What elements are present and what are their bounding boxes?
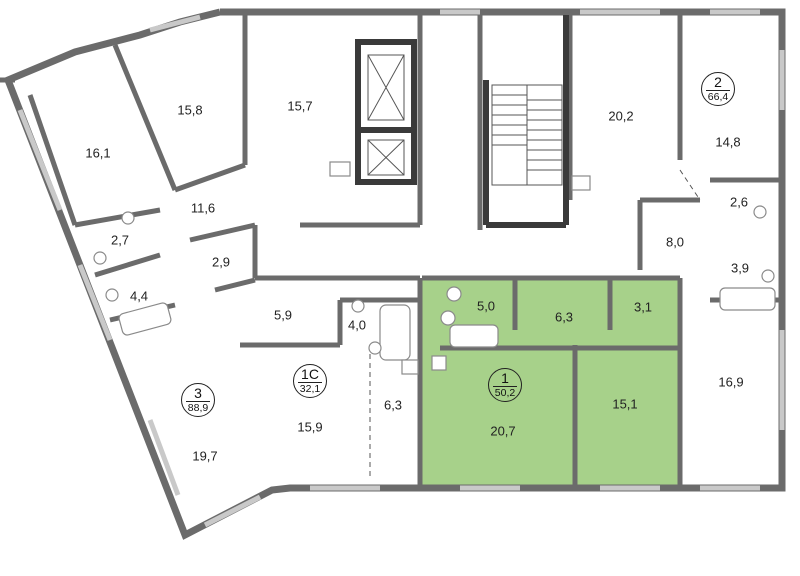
room-area-label: 2,7 bbox=[110, 232, 130, 248]
room-area-label: 4,4 bbox=[129, 288, 149, 304]
room-area-label: 2,6 bbox=[729, 194, 749, 210]
windows bbox=[17, 9, 785, 528]
apartment-total-area: 50,2 bbox=[493, 386, 517, 399]
room-area-label: 15,1 bbox=[612, 396, 638, 412]
room-area-label: 3,1 bbox=[633, 299, 653, 315]
apartment-badge-2[interactable]: 2 66,4 bbox=[701, 72, 735, 106]
room-area-label: 16,9 bbox=[718, 374, 744, 390]
apartment-number: 3 bbox=[194, 385, 202, 401]
room-area-label: 20,7 bbox=[490, 423, 516, 439]
dashed-partitions bbox=[369, 169, 701, 480]
room-area-label: 5,0 bbox=[476, 298, 496, 314]
apartment-badge-3[interactable]: 3 88,9 bbox=[181, 383, 215, 417]
apartment-badge-1[interactable]: 1 50,2 bbox=[488, 368, 522, 402]
elevators bbox=[367, 54, 405, 176]
room-area-label: 19,7 bbox=[192, 448, 218, 464]
room-area-label: 6,3 bbox=[383, 397, 403, 413]
room-area-label: 5,9 bbox=[273, 307, 293, 323]
room-area-label: 15,7 bbox=[287, 98, 313, 114]
bathroom-fixtures bbox=[93, 161, 776, 375]
room-area-label: 2,9 bbox=[211, 254, 231, 270]
apartment-badge-1c[interactable]: 1С 32,1 bbox=[293, 364, 327, 398]
room-area-label: 15,8 bbox=[177, 102, 203, 118]
apartment-number: 1С bbox=[301, 366, 319, 382]
room-area-label: 14,8 bbox=[715, 134, 741, 150]
apartment-total-area: 32,1 bbox=[298, 382, 322, 395]
room-area-label: 4,0 bbox=[347, 317, 367, 333]
room-area-label: 15,9 bbox=[297, 419, 323, 435]
room-area-label: 11,6 bbox=[190, 200, 216, 216]
room-area-label: 20,2 bbox=[608, 108, 634, 124]
room-area-label: 8,0 bbox=[665, 234, 685, 250]
room-area-label: 3,9 bbox=[730, 260, 750, 276]
apartment-number: 2 bbox=[714, 74, 722, 90]
elevator-core bbox=[355, 15, 569, 228]
stairs bbox=[491, 84, 563, 186]
apartment-number: 1 bbox=[501, 370, 509, 386]
room-area-label: 16,1 bbox=[85, 145, 111, 161]
room-area-label: 6,3 bbox=[554, 309, 574, 325]
apartment-total-area: 66,4 bbox=[706, 90, 730, 103]
apartment-total-area: 88,9 bbox=[186, 401, 210, 414]
